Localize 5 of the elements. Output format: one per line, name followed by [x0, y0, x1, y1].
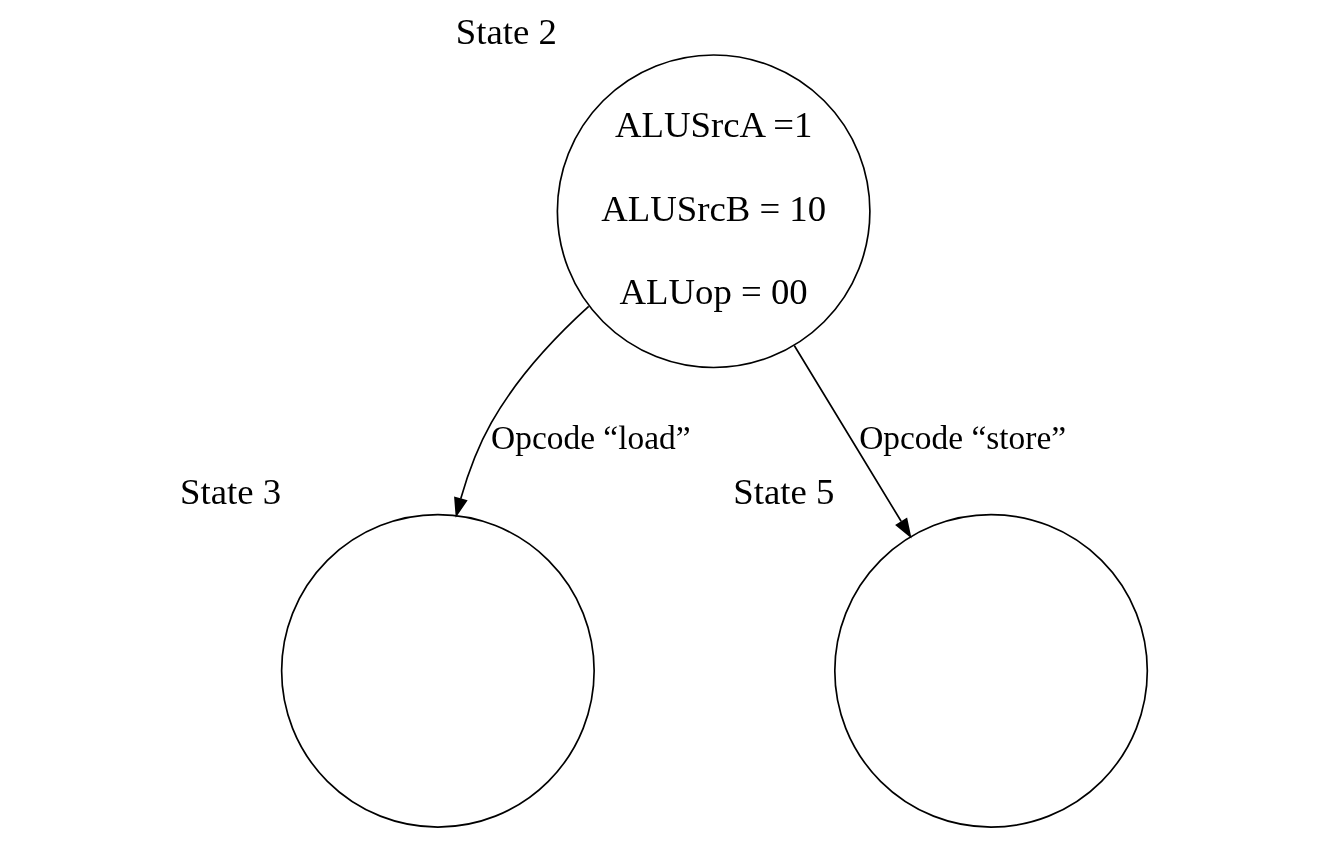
edge-label: Opcode “load”: [491, 419, 691, 457]
node-label: State 2: [455, 11, 557, 53]
node-label: State 5: [733, 470, 835, 512]
edge-label: Opcode “store”: [859, 419, 1067, 457]
node-label: State 3: [180, 470, 282, 512]
